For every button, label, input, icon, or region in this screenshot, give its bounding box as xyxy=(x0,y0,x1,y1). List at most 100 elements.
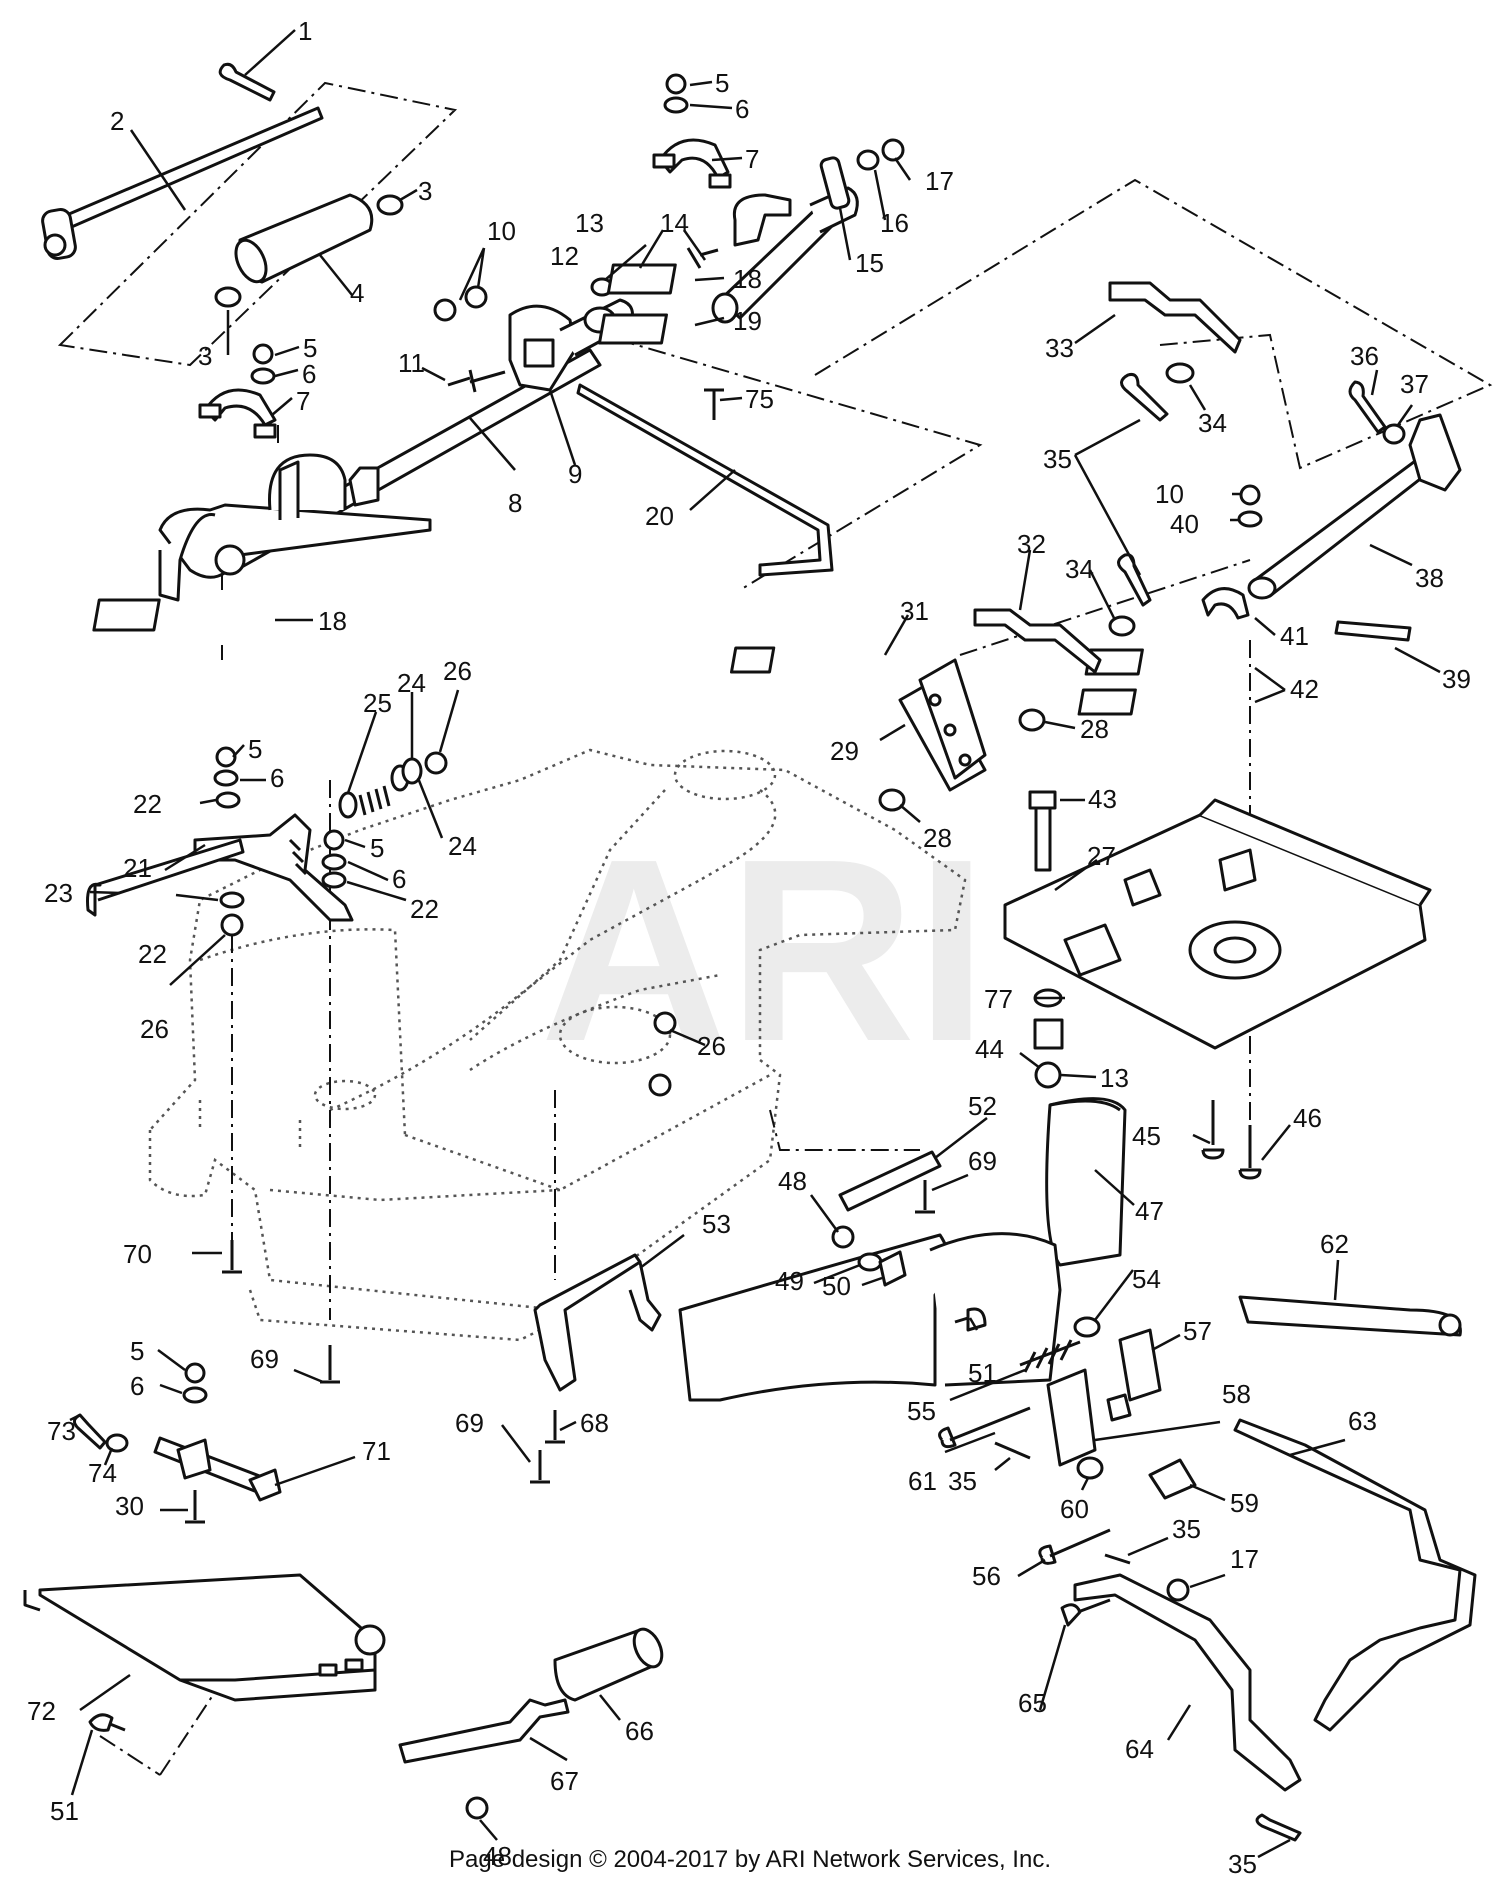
callout-48: 48 xyxy=(483,1841,512,1871)
callout-31: 31 xyxy=(900,596,929,626)
callout-49: 49 xyxy=(775,1266,804,1296)
part-8-lift-shaft xyxy=(158,348,602,602)
callout-50: 50 xyxy=(822,1271,851,1301)
callout-3: 3 xyxy=(418,176,432,206)
part-22-washer-b xyxy=(321,871,347,889)
callout-13: 13 xyxy=(575,208,604,238)
callout-68: 68 xyxy=(580,1408,609,1438)
part-15-link xyxy=(819,156,851,210)
watermark: ARI xyxy=(540,806,988,1096)
clip-outline-b xyxy=(99,1735,161,1776)
callout-14: 14 xyxy=(660,208,689,238)
part-6-washer-a xyxy=(663,96,689,114)
part-26-nut-a xyxy=(424,751,448,775)
part-23-bolt xyxy=(86,838,245,917)
part-5-nut-a xyxy=(665,73,687,95)
callout-55: 55 xyxy=(907,1396,936,1426)
callout-6: 6 xyxy=(270,763,284,793)
part-10-nut-b xyxy=(1239,484,1261,506)
part-28-washer-b xyxy=(878,788,906,812)
callout-10: 10 xyxy=(487,216,516,246)
copyright-footer: Page design © 2004-2017 by ARI Network S… xyxy=(448,1846,1051,1873)
callout-37: 37 xyxy=(1400,369,1429,399)
part-24-washer-a xyxy=(401,757,423,785)
callout-38: 38 xyxy=(1415,563,1444,593)
part-49-washer xyxy=(857,1252,883,1272)
part-22-washer-c xyxy=(219,891,245,909)
part-20-rod xyxy=(576,383,834,577)
center-rod-group-outline xyxy=(584,329,983,591)
part-17-nut-b xyxy=(1166,1578,1190,1602)
callout-72: 72 xyxy=(27,1696,56,1726)
callout-18: 18 xyxy=(733,264,762,294)
callout-46: 46 xyxy=(1293,1103,1322,1133)
part-10-nut-a2 xyxy=(464,285,488,309)
callout-2: 2 xyxy=(110,106,124,136)
part-72-deflector xyxy=(23,1573,386,1702)
callout-30: 30 xyxy=(115,1491,144,1521)
hanger-bracket-plate xyxy=(1003,798,1432,1050)
callout-63: 63 xyxy=(1348,1406,1377,1436)
part-56-pin xyxy=(1038,1528,1111,1565)
part-28-washer-a xyxy=(1018,708,1046,732)
callout-61: 61 xyxy=(908,1466,937,1496)
callout-40: 40 xyxy=(1170,509,1199,539)
part-59-bushing xyxy=(1148,1458,1197,1500)
callout-5: 5 xyxy=(130,1336,144,1366)
part-60-spacer xyxy=(1076,1456,1104,1480)
callout-39: 39 xyxy=(1442,664,1471,694)
callout-64: 64 xyxy=(1125,1734,1154,1764)
part-11-bolt xyxy=(447,369,506,393)
part-26-nut-d xyxy=(648,1073,672,1097)
callout-4: 4 xyxy=(350,278,364,308)
part-73-cotter xyxy=(73,1413,107,1450)
part-47-shield-lower xyxy=(678,1233,951,1402)
callout-56: 56 xyxy=(972,1561,1001,1591)
part-5-nut-d xyxy=(323,829,345,851)
part-74-washer xyxy=(105,1433,129,1453)
callout-43: 43 xyxy=(1088,784,1117,814)
callout-51: 51 xyxy=(50,1796,79,1826)
part-6-washer-d xyxy=(321,853,347,871)
part-6-washer-c xyxy=(213,769,239,787)
leader-lines xyxy=(69,29,1441,1859)
part-69-screw-c xyxy=(530,1450,550,1484)
callout-65: 65 xyxy=(1018,1688,1047,1718)
part-22-washer-a xyxy=(215,791,241,809)
callout-57: 57 xyxy=(1183,1316,1212,1346)
part-14-tube-bracket xyxy=(686,186,859,324)
callout-5: 5 xyxy=(303,333,317,363)
callout-62: 62 xyxy=(1320,1229,1349,1259)
callout-66: 66 xyxy=(625,1716,654,1746)
part-30-screw xyxy=(185,1490,205,1524)
part-58-block xyxy=(1046,1368,1097,1467)
part-4-roller xyxy=(234,193,374,284)
callout-26: 26 xyxy=(697,1031,726,1061)
callout-5: 5 xyxy=(715,68,729,98)
callout-42: 42 xyxy=(1290,674,1319,704)
part-67-bracket xyxy=(398,1698,570,1764)
front-hanger-group-outline xyxy=(814,178,1493,470)
callout-35: 35 xyxy=(1228,1849,1257,1879)
callout-26: 26 xyxy=(443,656,472,686)
callout-10: 10 xyxy=(1155,479,1184,509)
part-48-nut-b xyxy=(465,1796,489,1820)
callout-24: 24 xyxy=(448,831,477,861)
part-35-cotter-a xyxy=(1120,373,1169,422)
callout-3: 3 xyxy=(198,341,212,371)
part-31-spacer xyxy=(729,646,776,674)
callout-36: 36 xyxy=(1350,341,1379,371)
callout-73: 73 xyxy=(47,1416,76,1446)
callout-19: 19 xyxy=(733,306,762,336)
part-35-cotter-d xyxy=(1104,1553,1131,1565)
part-35-cotter-c xyxy=(994,1441,1031,1460)
callout-8: 8 xyxy=(508,488,522,518)
part-5-nut-b xyxy=(252,343,274,365)
part-13-nut-b xyxy=(1034,1061,1062,1089)
callout-70: 70 xyxy=(123,1239,152,1269)
part-57-block xyxy=(1106,1328,1162,1422)
part-70-screw xyxy=(222,1240,242,1274)
callout-21: 21 xyxy=(123,853,152,883)
callout-35: 35 xyxy=(1043,444,1072,474)
